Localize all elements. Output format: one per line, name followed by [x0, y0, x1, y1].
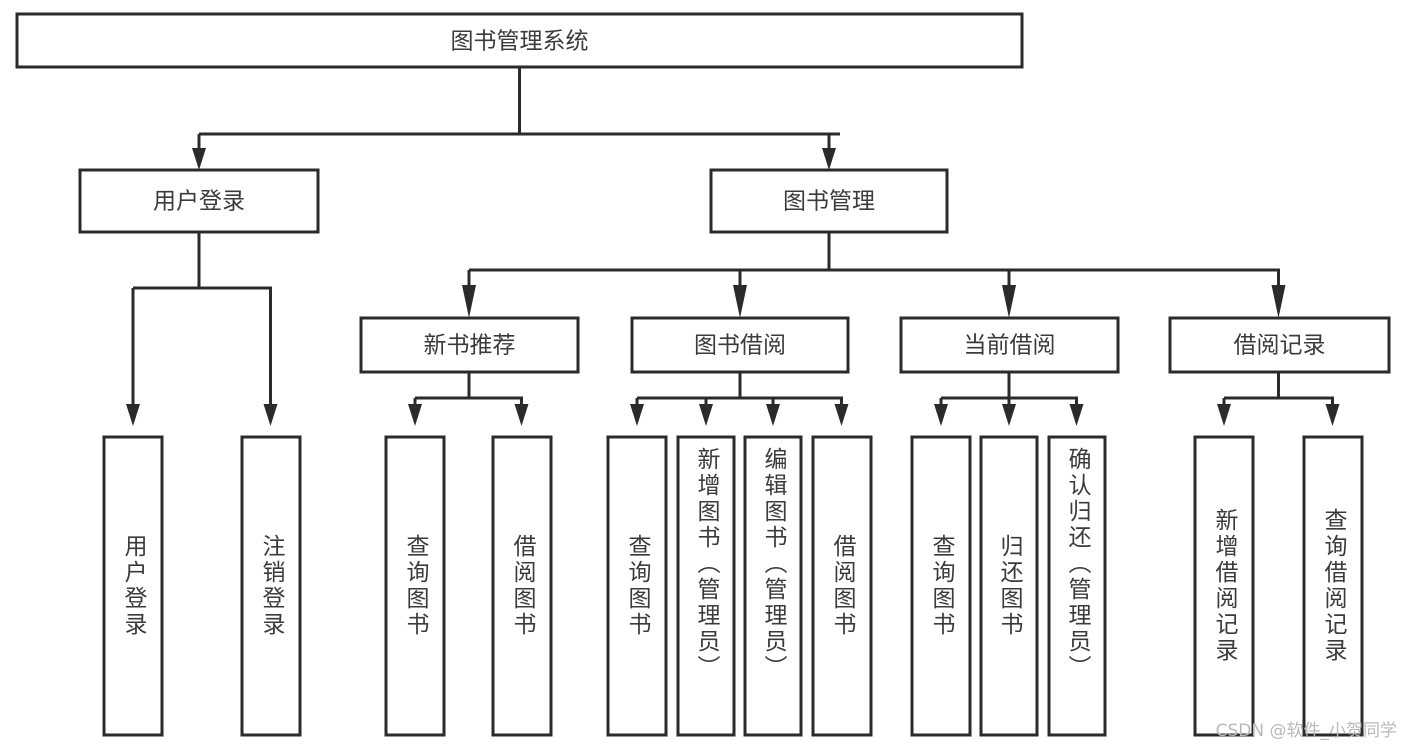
node-book-manage-label: 图书管理 [783, 189, 875, 215]
arrowhead-book-manage [822, 148, 836, 170]
node-leaf-confirm-return-label: 确认归还（管理员） [1064, 447, 1092, 681]
node-book-borrow-label: 图书借阅 [694, 333, 786, 359]
node-leaf-add-record[interactable]: 新增借阅记录 [1193, 435, 1255, 737]
node-root-label: 图书管理系统 [451, 29, 589, 55]
node-borrow-record-label: 借阅记录 [1234, 333, 1326, 359]
node-leaf-edit-book[interactable]: 编辑图书（管理员） [743, 435, 803, 737]
node-new-book-recommend-box[interactable] [359, 316, 580, 374]
edges-layer [126, 67, 1340, 426]
node-book-borrow-box[interactable] [630, 316, 850, 374]
arrowhead-leaf-confirm-return [1069, 404, 1084, 426]
node-user-login-label: 用户登录 [153, 189, 245, 215]
node-leaf-add-record-box[interactable] [1193, 435, 1255, 737]
arrowhead-leaf-query-record [1325, 404, 1340, 426]
node-leaf-query-book-3-box[interactable] [910, 435, 972, 737]
node-leaf-add-book-label: 新增图书（管理员） [693, 447, 721, 681]
node-leaf-add-record-label: 新增借阅记录 [1211, 508, 1239, 664]
node-leaf-edit-book-box[interactable] [743, 435, 803, 737]
node-current-borrow-label: 当前借阅 [964, 333, 1056, 359]
arrowhead-book-borrow [733, 285, 747, 318]
arrowhead-borrow-record [1271, 285, 1286, 318]
node-leaf-logout-login-label: 注销登录 [258, 534, 286, 638]
node-leaf-user-login-box[interactable] [102, 435, 164, 737]
node-user-login[interactable]: 用户登录 [78, 168, 320, 234]
node-leaf-add-book-box[interactable] [676, 435, 736, 737]
arrowhead-leaf-edit-book [766, 404, 780, 426]
node-leaf-query-book-2[interactable]: 查询图书 [606, 435, 668, 737]
node-leaf-logout-login-box[interactable] [240, 435, 302, 737]
node-leaf-borrow-book-2[interactable]: 借阅图书 [811, 435, 873, 737]
node-book-manage-box[interactable] [709, 168, 949, 234]
node-borrow-record-box[interactable] [1168, 316, 1391, 374]
node-leaf-borrow-book-2-label: 借阅图书 [829, 534, 857, 638]
node-leaf-query-record-label: 查询借阅记录 [1320, 508, 1348, 664]
arrowhead-leaf-add-record [1217, 404, 1231, 426]
node-borrow-record[interactable]: 借阅记录 [1168, 316, 1391, 374]
node-leaf-return-book-label: 归还图书 [996, 534, 1024, 638]
node-leaf-query-book-3[interactable]: 查询图书 [910, 435, 972, 737]
node-leaf-edit-book-label: 编辑图书（管理员） [760, 447, 788, 681]
arrowhead-current-borrow [1002, 285, 1016, 318]
arrowhead-leaf-query-book-2 [630, 404, 644, 426]
node-root[interactable]: 图书管理系统 [15, 12, 1024, 69]
node-book-manage[interactable]: 图书管理 [709, 168, 949, 234]
arrowhead-leaf-query-book-3 [934, 404, 948, 426]
node-user-login-box[interactable] [78, 168, 320, 234]
nodes-layer: 图书管理系统 用户登录 图书管理 新书推荐 图书借阅 [15, 12, 1391, 737]
node-leaf-borrow-book-1-box[interactable] [491, 435, 553, 737]
node-leaf-return-book[interactable]: 归还图书 [979, 435, 1039, 737]
arrowhead-leaf-query-book-1 [408, 404, 422, 426]
node-leaf-return-book-box[interactable] [979, 435, 1039, 737]
arrowhead-leaf-add-book [699, 404, 713, 426]
arrowhead-new-book-recommend [462, 285, 476, 318]
node-new-book-recommend-label: 新书推荐 [424, 333, 516, 359]
node-leaf-query-record[interactable]: 查询借阅记录 [1302, 435, 1364, 737]
node-leaf-query-book-1[interactable]: 查询图书 [384, 435, 446, 737]
node-current-borrow[interactable]: 当前借阅 [899, 316, 1120, 374]
node-leaf-user-login[interactable]: 用户登录 [102, 435, 164, 737]
node-leaf-query-book-3-label: 查询图书 [928, 534, 956, 638]
node-leaf-borrow-book-1[interactable]: 借阅图书 [491, 435, 553, 737]
arrowhead-leaf-borrow-book-1 [514, 404, 529, 426]
arrowhead-leaf-logout-login [263, 404, 278, 426]
node-leaf-query-book-1-label: 查询图书 [402, 534, 430, 638]
node-leaf-user-login-label: 用户登录 [120, 534, 148, 638]
node-leaf-query-book-2-box[interactable] [606, 435, 668, 737]
node-leaf-query-record-box[interactable] [1302, 435, 1364, 737]
node-leaf-borrow-book-2-box[interactable] [811, 435, 873, 737]
node-leaf-confirm-return-box[interactable] [1047, 435, 1107, 737]
node-new-book-recommend[interactable]: 新书推荐 [359, 316, 580, 374]
node-root-box[interactable] [15, 12, 1024, 69]
arrowhead-user-login [192, 148, 206, 170]
node-leaf-add-book[interactable]: 新增图书（管理员） [676, 435, 736, 737]
node-leaf-query-book-1-box[interactable] [384, 435, 446, 737]
arrowhead-leaf-return-book [1002, 404, 1016, 426]
node-leaf-logout-login[interactable]: 注销登录 [240, 435, 302, 737]
node-book-borrow[interactable]: 图书借阅 [630, 316, 850, 374]
arrowhead-leaf-user-login [126, 404, 140, 426]
node-leaf-query-book-2-label: 查询图书 [624, 534, 652, 638]
node-leaf-confirm-return[interactable]: 确认归还（管理员） [1047, 435, 1107, 737]
node-current-borrow-box[interactable] [899, 316, 1120, 374]
arrowhead-leaf-borrow-book-2 [834, 404, 849, 426]
node-leaf-borrow-book-1-label: 借阅图书 [509, 534, 537, 638]
